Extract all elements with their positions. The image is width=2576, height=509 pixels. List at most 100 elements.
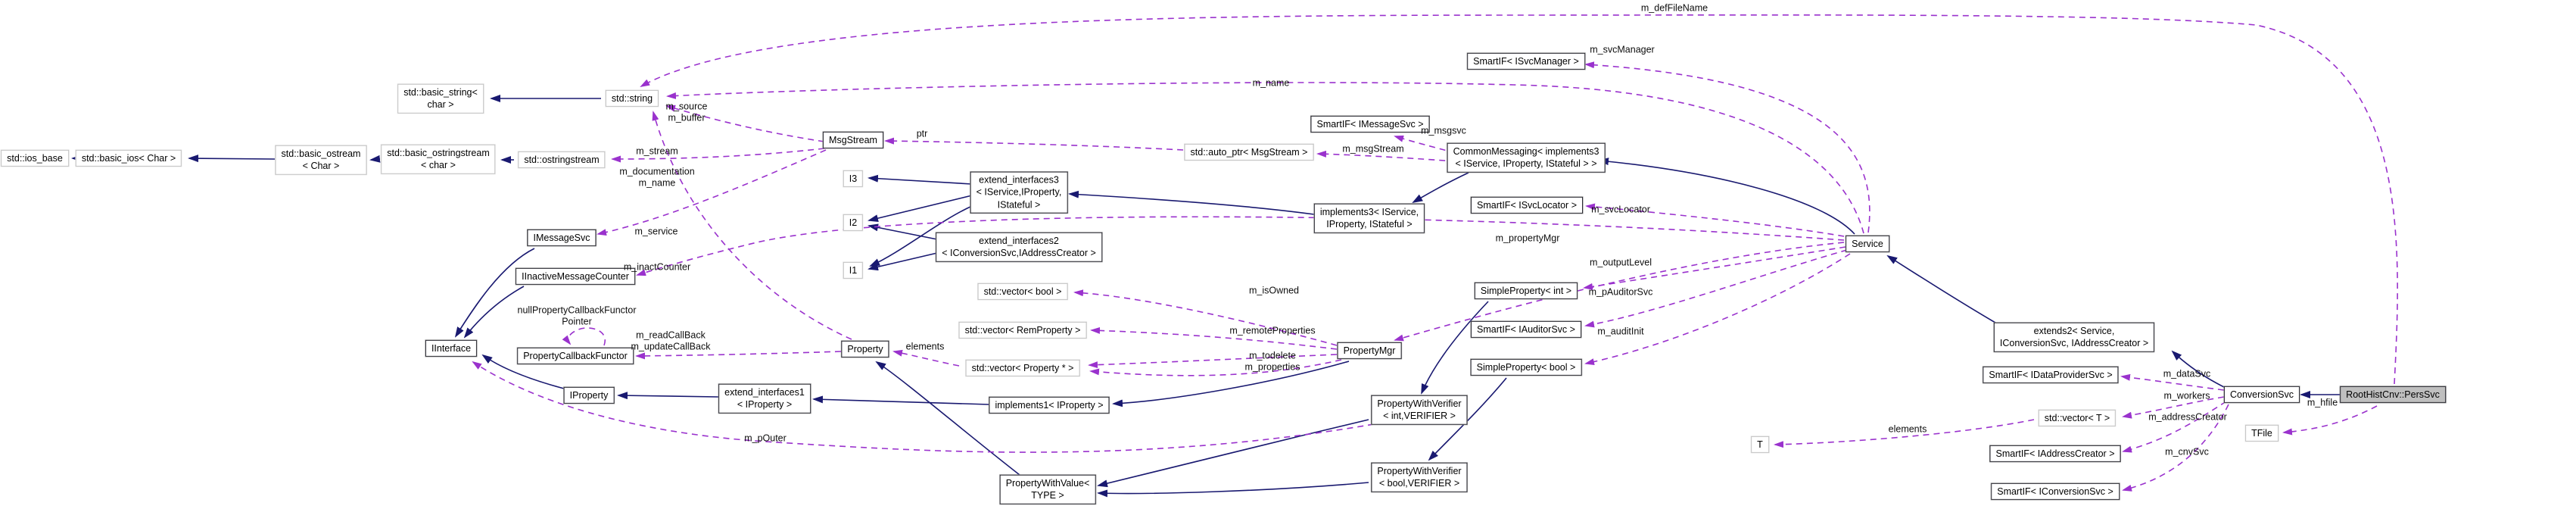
edge-inherit-basicostringstream-basicostream	[369, 155, 381, 163]
edge-use-msgstream-ostringstream-m-stream	[611, 148, 825, 163]
node-basic-ostream[interactable]: std::basic_ostream < Char >	[275, 145, 367, 175]
node-basic-ios[interactable]: std::basic_ios< Char >	[75, 149, 182, 167]
edge-label-service: m_service	[634, 226, 678, 237]
edge-label-outputlevel: m_outputLevel	[1589, 257, 1652, 268]
edge-inherit-imessagesvc-iinterface	[454, 248, 535, 338]
edge-label-ptr: ptr	[916, 128, 928, 139]
edge-use-msgstream-string-m-source	[665, 105, 825, 142]
edge-inherit-implements1-ei1	[812, 395, 990, 405]
edge-label-name-top: m_name	[1252, 77, 1290, 89]
edge-inherit-implements3-ei3	[1068, 190, 1315, 215]
edge-use-perssvc-tfile-m-hfile	[2282, 405, 2378, 436]
edge-inherit-ei2-i1	[867, 252, 938, 271]
node-property[interactable]: Property	[841, 340, 889, 358]
node-smartif-isvclocator[interactable]: SmartIF< ISvcLocator >	[1471, 196, 1583, 214]
edge-use-service-smartifisvcmanager-m-svcmanager	[1584, 61, 1870, 233]
node-propertymgr[interactable]: PropertyMgr	[1337, 342, 1402, 360]
edge-use-propertymgr-vectorproperty-m-properties	[1089, 359, 1342, 376]
node-i3[interactable]: I3	[843, 170, 864, 188]
edge-inherit-simplepropertyint-pwvint	[1421, 301, 1489, 395]
node-vector-bool[interactable]: std::vector< bool >	[977, 283, 1068, 301]
edge-inherit-iinactive-iinterface	[463, 286, 525, 339]
edge-use-commonmessaging-autoptr-m-msgstream	[1316, 150, 1456, 162]
node-pwverifier-bool[interactable]: PropertyWithVerifier < bool,VERIFIER >	[1371, 462, 1468, 492]
edge-label-auditinit: m_auditInit	[1597, 326, 1644, 337]
edge-label-msgsvc: m_msgsvc	[1421, 125, 1466, 136]
node-extend-interfaces3[interactable]: extend_interfaces3 < IService,IProperty,…	[970, 171, 1068, 214]
node-smartif-imessagesvc[interactable]: SmartIF< IMessageSvc >	[1310, 115, 1430, 133]
node-basic-string[interactable]: std::basic_string< char >	[397, 83, 484, 114]
node-common-messaging[interactable]: CommonMessaging< implements3 < IService,…	[1447, 142, 1606, 173]
node-simpleproperty-bool[interactable]: SimpleProperty< bool >	[1470, 358, 1582, 376]
edge-inherit-extends2-service	[1886, 254, 1996, 323]
node-smartif-iaddresscreator[interactable]: SmartIF< IAddressCreator >	[1989, 445, 2121, 463]
node-ios-base[interactable]: std::ios_base	[1, 149, 69, 167]
edge-label-inactcounter: m_inactCounter	[623, 261, 691, 273]
node-extend-interfaces1[interactable]: extend_interfaces1 < IProperty >	[718, 383, 811, 414]
node-tfile[interactable]: TFile	[2245, 424, 2279, 442]
node-pwverifier-int[interactable]: PropertyWithVerifier < int,VERIFIER >	[1371, 395, 1468, 425]
edge-label-stream: m_stream	[636, 145, 678, 157]
edge-inherit-pwvint-propertywithvalue	[1097, 419, 1369, 488]
node-extends2[interactable]: extends2< Service, IConversionSvc, IAddr…	[1993, 322, 2155, 352]
node-smartif-idataprovidersvc[interactable]: SmartIF< IDataProviderSvc >	[1983, 366, 2119, 384]
edge-use-service-simplepropertybool-m-auditinit	[1584, 253, 1851, 366]
node-smartif-isvcmanager[interactable]: SmartIF< ISvcManager >	[1467, 52, 1585, 70]
node-propertywithvalue[interactable]: PropertyWithValue< TYPE >	[999, 474, 1096, 504]
node-extend-interfaces2[interactable]: extend_interfaces2 < IConversionSvc,IAdd…	[936, 232, 1102, 262]
edge-use-property-string-m-documentation	[652, 111, 852, 340]
node-vector-t[interactable]: std::vector< T >	[2038, 409, 2117, 427]
edge-inherit-pwvbool-propertywithvalue	[1097, 482, 1369, 498]
node-iproperty[interactable]: IProperty	[563, 386, 615, 404]
node-string[interactable]: std::string	[605, 89, 659, 108]
edge-label-svclocator: m_svcLocator	[1591, 204, 1650, 215]
edge-inherit-propertymgr-implements1	[1112, 361, 1350, 408]
edge-use-service-simplepropertyint-m-outputlevel	[1583, 246, 1846, 290]
edge-inherit-ei2-i2	[867, 223, 938, 240]
edge-label-nullpcf: nullPropertyCallbackFunctor Pointer	[517, 304, 637, 326]
edge-inherit-basicostream-basicios	[188, 155, 276, 163]
node-vector-property[interactable]: std::vector< Property * >	[965, 359, 1080, 377]
node-imessagesvc[interactable]: IMessageSvc	[527, 229, 596, 247]
edge-label-doc-name: m_documentation m_name	[619, 166, 695, 188]
edge-label-deffilename: m_defFileName	[1640, 2, 1709, 14]
edge-label-readcallback: m_readCallBack m_updateCallBack	[631, 329, 711, 351]
node-propertycallbackfunctor[interactable]: PropertyCallbackFunctor	[517, 347, 634, 365]
node-i1[interactable]: I1	[843, 261, 864, 279]
edge-use-service-smartifiauditorsvc-m-pauditorsvc	[1584, 249, 1848, 328]
edge-use-propertymgr-vectorproperty-m-todelete	[1088, 354, 1338, 369]
edge-inherit-iproperty-iinterface	[481, 354, 565, 389]
edge-label-isowned: m_isOwned	[1249, 285, 1299, 296]
node-implements1[interactable]: implements1< IProperty >	[989, 396, 1110, 414]
node-basic-ostringstream[interactable]: std::basic_ostringstream < char >	[381, 144, 496, 174]
node-perssvc[interactable]: RootHistCnv::PersSvc	[2340, 386, 2446, 404]
node-smartif-iauditorsvc[interactable]: SmartIF< IAuditorSvc >	[1471, 320, 1581, 339]
node-iinterface[interactable]: IInterface	[425, 339, 478, 358]
node-t[interactable]: T	[1751, 436, 1769, 454]
node-i2[interactable]: I2	[843, 214, 864, 232]
node-vector-remproperty[interactable]: std::vector< RemProperty >	[958, 321, 1087, 339]
edge-label-propertymgr: m_propertyMgr	[1495, 233, 1560, 244]
edge-use-service-smartifisvclocator-m-svclocator	[1585, 203, 1845, 237]
node-ostringstream[interactable]: std::ostringstream	[518, 151, 606, 169]
node-smartif-iconversionsvc[interactable]: SmartIF< IConversionSvc >	[1991, 482, 2120, 501]
node-conversionsvc[interactable]: ConversionSvc	[2223, 386, 2300, 404]
edge-label-svcmanager: m_svcManager	[1590, 44, 1655, 55]
edge-use-propertymgr-vectorbool-m-isowned	[1073, 289, 1338, 346]
node-auto-ptr-msgstream[interactable]: std::auto_ptr< MsgStream >	[1184, 143, 1314, 161]
node-implements3[interactable]: implements3< IService, IProperty, IState…	[1313, 203, 1425, 233]
edge-label-datasvc: m_dataSvc	[2163, 368, 2211, 379]
edge-label-todelete-properties: m_todelete m_properties	[1244, 350, 1300, 372]
node-msgstream[interactable]: MsgStream	[823, 131, 883, 149]
edge-use-vectorproperty-property-elements	[892, 349, 960, 367]
node-service[interactable]: Service	[1846, 235, 1889, 253]
edge-use-service-iinactive-m-inactcounter	[636, 216, 1845, 276]
edge-use-msgstream-imessagesvc-m-service	[596, 149, 827, 236]
edge-use-autoptr-msgstream-ptr	[884, 137, 1184, 151]
node-simpleproperty-int[interactable]: SimpleProperty< int >	[1474, 282, 1578, 300]
edge-use-conversionsvc-smartifiaddresscreator-m-addresscreator	[2122, 401, 2227, 453]
edge-label-source-buffer: m_source m_buffer	[665, 101, 708, 123]
node-iinactivemessagecounter[interactable]: IInactiveMessageCounter	[516, 267, 635, 286]
